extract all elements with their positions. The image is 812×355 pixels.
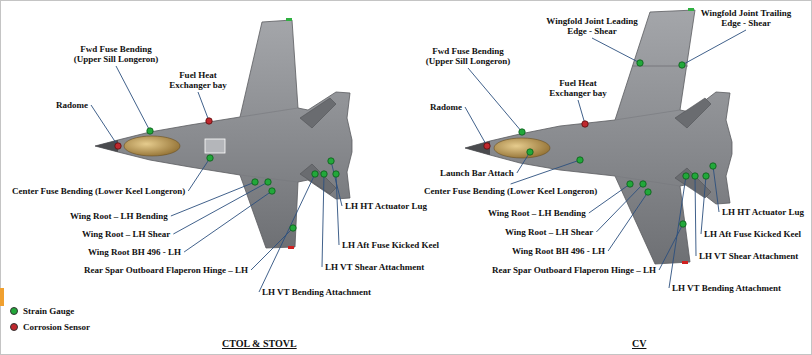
leader-line [592, 38, 640, 63]
strain-gauge-dot [703, 173, 709, 179]
leader-line [188, 158, 210, 191]
callout-label: LH VT Shear Attachment [325, 262, 424, 272]
callout-label: Rear Spar Outboard Flaperon Hinge – LH [492, 265, 656, 275]
callout-label: LH VT Shear Attachment [699, 251, 798, 261]
strain-gauge-dot [627, 181, 633, 187]
legend-text: Corrosion Sensor [23, 322, 90, 332]
leader-line [116, 66, 150, 131]
strain-gauge-dot [252, 179, 258, 185]
strain-gauge-dot [333, 171, 339, 177]
callout-label: Wingfold Joint Trailing Edge - Shear [700, 8, 792, 28]
strain-gauge-dot [683, 173, 689, 179]
callout-label: Wing Root – LH Shear [505, 227, 593, 237]
strain-gauge-dot [312, 171, 318, 177]
callout-label: Wing Root BH 496 - LH [88, 247, 181, 257]
strain-gauge-dot [645, 189, 651, 195]
strain-gauge-dot [290, 225, 296, 231]
leader-line [695, 176, 696, 256]
strain-gauge-dot [710, 163, 716, 169]
strain-gauge-dot [147, 128, 153, 134]
strain-gauge-dot [265, 179, 271, 185]
leader-line [682, 30, 746, 65]
callout-label: Center Fuse Bending (Lower Keel Longeron… [12, 186, 185, 196]
callout-label: Rear Spar Outboard Flaperon Hinge – LH [84, 265, 248, 275]
leader-line [701, 176, 706, 234]
callout-label: Fwd Fuse Bending (Upper Sill Longeron) [420, 46, 516, 66]
corrosion-sensor-dot [115, 143, 121, 149]
callout-label: LH VT Bending Attachment [672, 283, 781, 293]
legend-row: Corrosion Sensor [10, 320, 90, 334]
callout-label: Radome [430, 102, 462, 112]
callout-label: Fuel Heat Exchanger bay [545, 78, 611, 98]
strain-gauge-dot [269, 188, 275, 194]
callout-label: Fuel Heat Exchanger bay [165, 70, 231, 90]
callout-label: Fwd Fuse Bending (Upper Sill Longeron) [68, 44, 164, 64]
callout-label: Wing Root – LH Shear [82, 229, 170, 239]
legend-text: Strain Gauge [23, 306, 74, 316]
leader-line [596, 184, 643, 232]
view-caption: CV [632, 338, 646, 349]
corrosion-sensor-dot [582, 121, 588, 127]
strain-gauge-dot [680, 221, 686, 227]
leader-line [669, 176, 686, 288]
corrosion-sensor-dot [206, 118, 212, 124]
callout-label: Radome [56, 100, 88, 110]
callout-label: LH HT Actuator Lug [345, 201, 427, 211]
leader-line [465, 107, 487, 146]
leader-line [517, 152, 530, 173]
leader-line [578, 100, 585, 124]
leader-line [659, 224, 683, 270]
strain-gauge-dot [328, 158, 334, 164]
strain-gauge-dot [207, 155, 213, 161]
strain-gauge-dot [321, 171, 327, 177]
callout-label: LH VT Bending Attachment [262, 287, 371, 297]
callout-label: LH Aft Fuse Kicked Keel [342, 240, 439, 250]
legend-swatch [10, 323, 18, 331]
callout-label: Center Fuse Bending (Lower Keel Longeron… [424, 186, 597, 196]
edge-mark [0, 288, 4, 306]
callout-label: Launch Bar Attach [440, 168, 514, 178]
strain-gauge-dot [692, 173, 698, 179]
leader-line [322, 174, 324, 267]
legend-swatch [10, 307, 18, 315]
strain-gauge-dot [577, 157, 583, 163]
leader-line [713, 166, 719, 212]
callout-label: Wing Root BH 496 - LH [512, 246, 605, 256]
leader-line [468, 68, 522, 132]
leader-line [336, 174, 339, 245]
corrosion-sensor-dot [484, 143, 490, 149]
leader-line [259, 174, 315, 292]
leader-line [91, 105, 118, 146]
leader-line [184, 191, 272, 252]
callout-label: LH HT Actuator Lug [722, 207, 804, 217]
strain-gauge-dot [679, 62, 685, 68]
strain-gauge-dot [637, 60, 643, 66]
leader-line [511, 160, 580, 184]
legend-row: Strain Gauge [10, 304, 74, 318]
callout-label: LH Aft Fuse Kicked Keel [704, 229, 801, 239]
callout-label: Wing Root – LH Bending [488, 208, 586, 218]
leader-line [198, 92, 209, 121]
strain-gauge-dot [640, 181, 646, 187]
strain-gauge-dot [527, 149, 533, 155]
callout-label: Wingfold Joint Leading Edge - Shear [546, 16, 638, 36]
callout-label: Wing Root – LH Bending [70, 211, 168, 221]
strain-gauge-dot [519, 129, 525, 135]
view-caption: CTOL & STOVL [222, 338, 297, 349]
leader-line [608, 192, 648, 251]
cv-aircraft [465, 8, 732, 264]
